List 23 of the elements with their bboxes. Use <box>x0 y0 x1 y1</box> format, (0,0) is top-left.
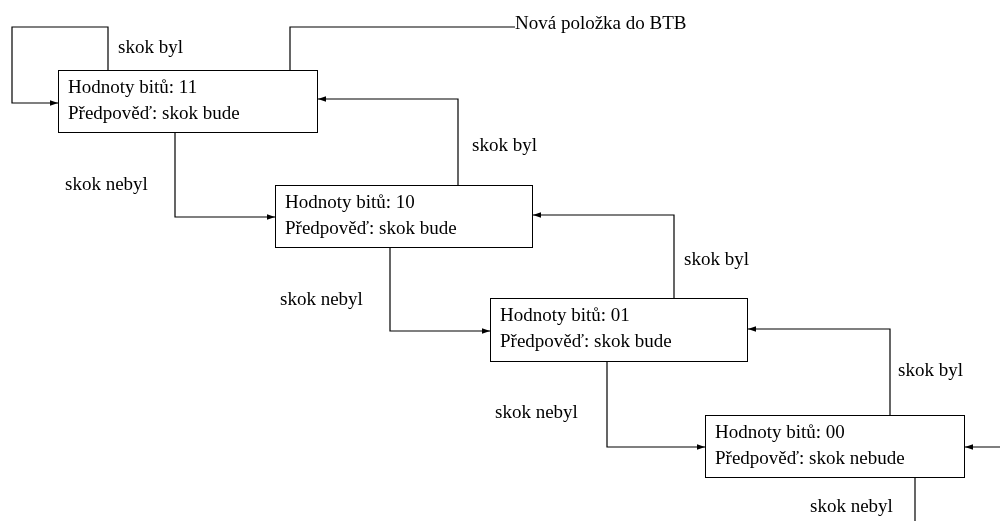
arrow <box>532 212 675 299</box>
arrow <box>606 361 706 450</box>
arrow <box>389 247 491 334</box>
bit-values-text: Hodnoty bitů: 11 <box>68 75 199 99</box>
arrow <box>964 444 1001 450</box>
bit-values-text: Hodnoty bitů: 01 <box>500 303 631 327</box>
state-box <box>58 70 318 133</box>
arrow <box>174 132 276 220</box>
bit-values-text: Hodnoty bitů: 00 <box>715 420 846 444</box>
annotation-text: Nová položka do BTB <box>515 11 688 35</box>
state-box <box>705 415 965 478</box>
arrow <box>747 326 891 416</box>
state-box <box>490 298 748 362</box>
bit-values-text: Hodnoty bitů: 10 <box>285 190 416 214</box>
arrow <box>317 96 459 186</box>
arrow <box>11 26 109 106</box>
state-box <box>275 185 533 248</box>
prediction-text: Předpověď: skok nebude <box>715 446 906 470</box>
connector-line <box>289 26 516 71</box>
connector-line <box>914 477 916 522</box>
prediction-text: Předpověď: skok bude <box>68 101 241 125</box>
prediction-text: Předpověď: skok bude <box>500 329 673 353</box>
prediction-text: Předpověď: skok bude <box>285 216 458 240</box>
